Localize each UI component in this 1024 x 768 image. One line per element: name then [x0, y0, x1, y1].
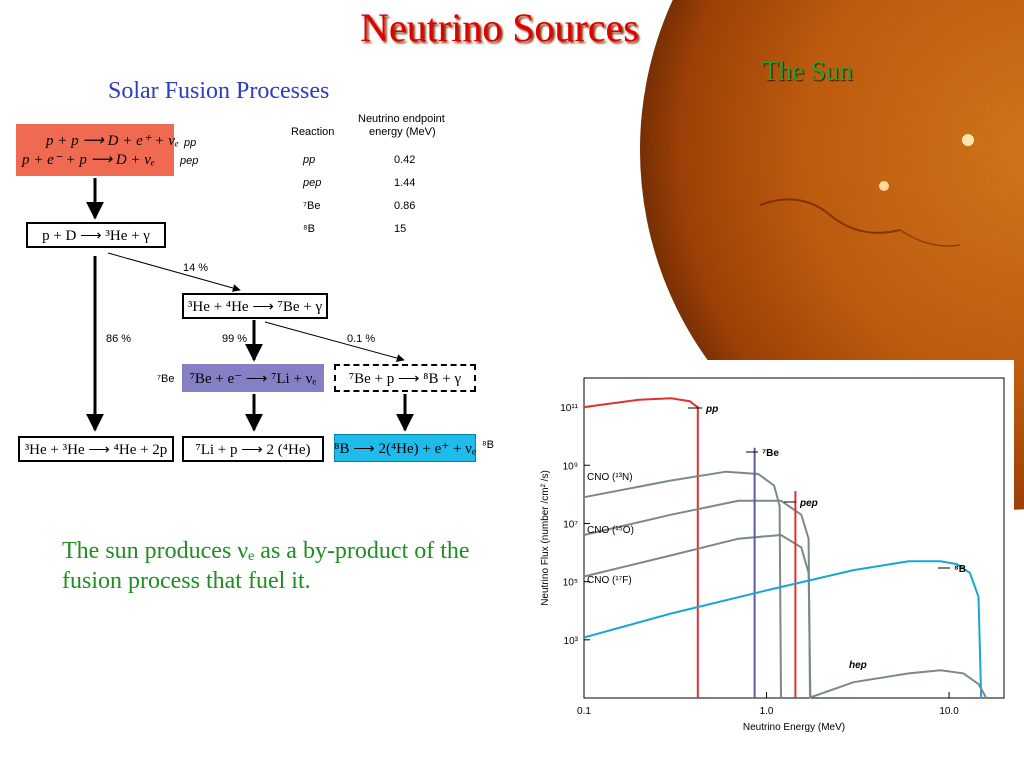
series-cno-n--label: CNO (¹³N) — [587, 472, 633, 483]
plot-frame — [583, 377, 1005, 699]
reaction-row-b8: ⁸B — [303, 223, 315, 235]
reaction-table-header-energy-2: energy (MeV) — [369, 126, 436, 138]
pp-reaction-box: p + p ⟶ D + e⁺ + νₑ p + e⁻ + p ⟶ D + νₑ — [16, 124, 179, 176]
series-hep-label: hep — [849, 660, 867, 671]
series-cno-o--label: CNO (¹⁵O) — [587, 525, 634, 536]
sun-neutrino-statement: The sun produces νₑ as a by-product of t… — [62, 538, 470, 594]
x-tick-label: 0.1 — [577, 706, 591, 717]
be7-proton-capture-box: ⁷Be + p ⟶ ⁸B + γ — [334, 364, 476, 392]
sun-label: The Sun — [762, 56, 853, 86]
series--be-label: ⁷Be — [762, 448, 779, 459]
y-tick-label: 10⁵ — [563, 578, 578, 589]
li7-proton-reaction-box: ⁷Li + p ⟶ 2 (⁴He) — [182, 436, 324, 462]
y-axis-label: Neutrino Flux (number /cm² /s) — [540, 470, 551, 606]
x-tick-label: 1.0 — [760, 706, 774, 717]
sun-filament — [759, 198, 901, 234]
pd-reaction-box: p + D ⟶ ³He + γ — [26, 222, 166, 248]
branch-99-percent: 99 % — [222, 333, 248, 345]
reaction-row-be7: ⁷Be — [303, 200, 321, 212]
slide-title: Neutrino Sources — [360, 5, 639, 50]
pep-line: p + e⁻ + p ⟶ D + νₑ — [22, 152, 155, 168]
reaction-row-pep: pep — [303, 177, 322, 189]
branch-14-percent: 14 % — [183, 262, 209, 274]
x-axis-label: Neutrino Energy (MeV) — [743, 722, 845, 733]
series-pp-line — [583, 397, 699, 698]
energy-row-be7: 0.86 — [394, 200, 416, 212]
branch-0-1-percent: 0.1 % — [347, 333, 376, 345]
series-pep-label: pep — [799, 498, 818, 509]
y-tick-label: 10⁹ — [563, 461, 578, 472]
y-tick-label: 10³ — [564, 636, 579, 647]
fusion-flow-arrows — [86, 178, 414, 432]
series--b-line — [583, 560, 983, 699]
pp-line: p + p ⟶ D + e⁺ + νₑ — [46, 133, 179, 149]
series-cno-f--label: CNO (¹⁷F) — [587, 575, 632, 586]
series-hep-line — [808, 669, 988, 699]
pp-tag: pp — [184, 137, 197, 149]
x-tick-label: 10.0 — [939, 706, 959, 717]
neutrino-flux-chart: 0.1 1.0 10.0 10³ 10⁵ 10⁷ 10⁹ 10¹¹ Neutrino Energ… — [534, 360, 1014, 740]
series-pp-label: pp — [705, 404, 718, 415]
y-tick-label: 10¹¹ — [560, 403, 578, 414]
reaction-row-pp: pp — [303, 154, 316, 166]
neutrino-flux-plot: 0.1 1.0 10.0 10³ 10⁵ 10⁷ 10⁹ 10¹¹ Neutrino Energ… — [540, 377, 1005, 733]
sun-bright-spot-2 — [879, 181, 889, 191]
branch-86-percent: 86 % — [106, 333, 132, 345]
arrow-he3he4-to-be7p — [264, 321, 405, 362]
arrow-pd-to-he3he4 — [107, 252, 241, 292]
reaction-table-header-reaction: Reaction — [291, 126, 335, 138]
series--b-label: ⁸B — [954, 564, 966, 575]
pep-tag: pep — [180, 155, 199, 167]
b8-decay-box: ⁸B ⟶ 2(⁴He) + e⁺ + νₑ — [334, 434, 476, 462]
he3-he4-reaction-box: ³He + ⁴He ⟶ ⁷Be + γ — [182, 293, 328, 319]
energy-row-pp: 0.42 — [394, 154, 416, 166]
series-cno-f--line — [583, 533, 812, 699]
series-cno-o--line — [583, 499, 811, 699]
be7-branch-tag: ⁷Be — [157, 373, 175, 385]
energy-row-b8: 15 — [394, 223, 407, 235]
series-cno-n--line — [583, 470, 782, 699]
solar-fusion-subtitle: Solar Fusion Processes — [108, 78, 330, 104]
energy-row-pep: 1.44 — [394, 177, 416, 189]
be7-electron-capture-box: ⁷Be + e⁻ ⟶ ⁷Li + νₑ — [182, 364, 324, 392]
sun-bright-spot-1 — [962, 134, 974, 146]
b8-branch-tag: ⁸B — [482, 439, 494, 451]
he3-he3-reaction-box: ³He + ³He ⟶ ⁴He + 2p — [18, 436, 174, 462]
y-tick-label: 10⁷ — [563, 519, 578, 530]
reaction-table-header-energy-1: Neutrino endpoint — [358, 113, 445, 125]
